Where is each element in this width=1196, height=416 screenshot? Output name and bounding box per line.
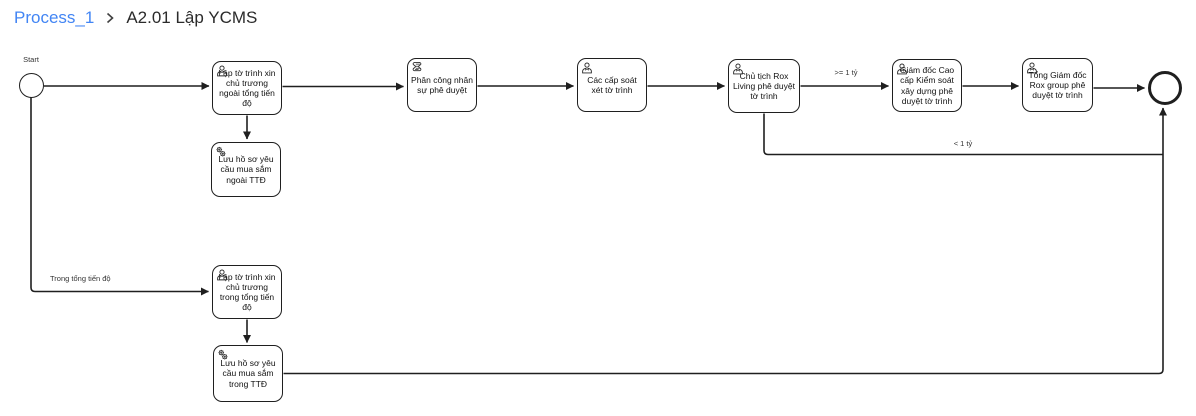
- script-task-icon: [410, 61, 424, 75]
- task-label: Các cấp soát xét tờ trình: [587, 74, 637, 95]
- task-giam-doc-cao-cap[interactable]: Giám đốc Cao cấp Kiểm soát xây dựng phê …: [892, 59, 962, 112]
- user-task-icon: [580, 61, 594, 75]
- task-cac-cap-soat-xet[interactable]: Các cấp soát xét tờ trình: [577, 58, 647, 112]
- task-tong-giam-doc-rox[interactable]: Tổng Giám đốc Rox group phê duyệt tờ trì…: [1022, 58, 1093, 112]
- task-lap-to-trinh-ngoai-ttd[interactable]: Lập tờ trình xin chủ trương ngoài tổng t…: [212, 61, 282, 115]
- task-label: Tổng Giám đốc Rox group phê duyệt tờ trì…: [1028, 69, 1087, 100]
- breadcrumb-separator-icon: [106, 12, 115, 24]
- task-label: Lập tờ trình xin chủ trương ngoài tổng t…: [218, 67, 276, 109]
- start-event[interactable]: [19, 73, 44, 98]
- flow-label-trong-tong-tien-do: Trong tổng tiến độ: [50, 274, 111, 283]
- flow-label-ge-1ty: >= 1 tỷ: [834, 68, 858, 77]
- task-lap-to-trinh-trong-ttd[interactable]: Lập tờ trình xin chủ trương trong tổng t…: [212, 265, 282, 319]
- start-event-label: Start: [23, 55, 39, 64]
- breadcrumb: Process_1 A2.01 Lập YCMS: [14, 8, 257, 28]
- task-chu-tich-rox-living[interactable]: Chủ tịch Rox Living phê duyệt tờ trình: [728, 59, 800, 113]
- task-label: Chủ tịch Rox Living phê duyệt tờ trình: [733, 70, 795, 101]
- task-label: Lập tờ trình xin chủ trương trong tổng t…: [218, 271, 276, 313]
- flow-chu-tich-lt1ty[interactable]: [763, 113, 1163, 156]
- task-label: Phân công nhân sự phê duyệt: [411, 74, 473, 95]
- task-luu-ho-so-trong-ttd[interactable]: Lưu hồ sơ yêu cầu mua sắm trong TTĐ: [213, 345, 283, 402]
- flow-luu-trong-to-end[interactable]: [283, 107, 1167, 375]
- task-label: Lưu hồ sơ yêu cầu mua sắm trong TTĐ: [220, 358, 276, 389]
- task-phan-cong-nhan-su[interactable]: Phân công nhân sự phê duyệt: [407, 58, 477, 112]
- task-label: Lưu hồ sơ yêu cầu mua sắm ngoài TTĐ: [218, 154, 274, 185]
- end-event[interactable]: [1148, 71, 1182, 105]
- task-label: Giám đốc Cao cấp Kiểm soát xây dựng phê …: [899, 65, 955, 106]
- flow-start-to-lap-trong[interactable]: [30, 97, 209, 296]
- breadcrumb-process-link[interactable]: Process_1: [14, 8, 95, 27]
- flow-label-lt-1ty: < 1 tỷ: [953, 139, 973, 148]
- breadcrumb-current-page: A2.01 Lập YCMS: [126, 8, 258, 27]
- task-luu-ho-so-ngoai-ttd[interactable]: Lưu hồ sơ yêu cầu mua sắm ngoài TTĐ: [211, 142, 281, 197]
